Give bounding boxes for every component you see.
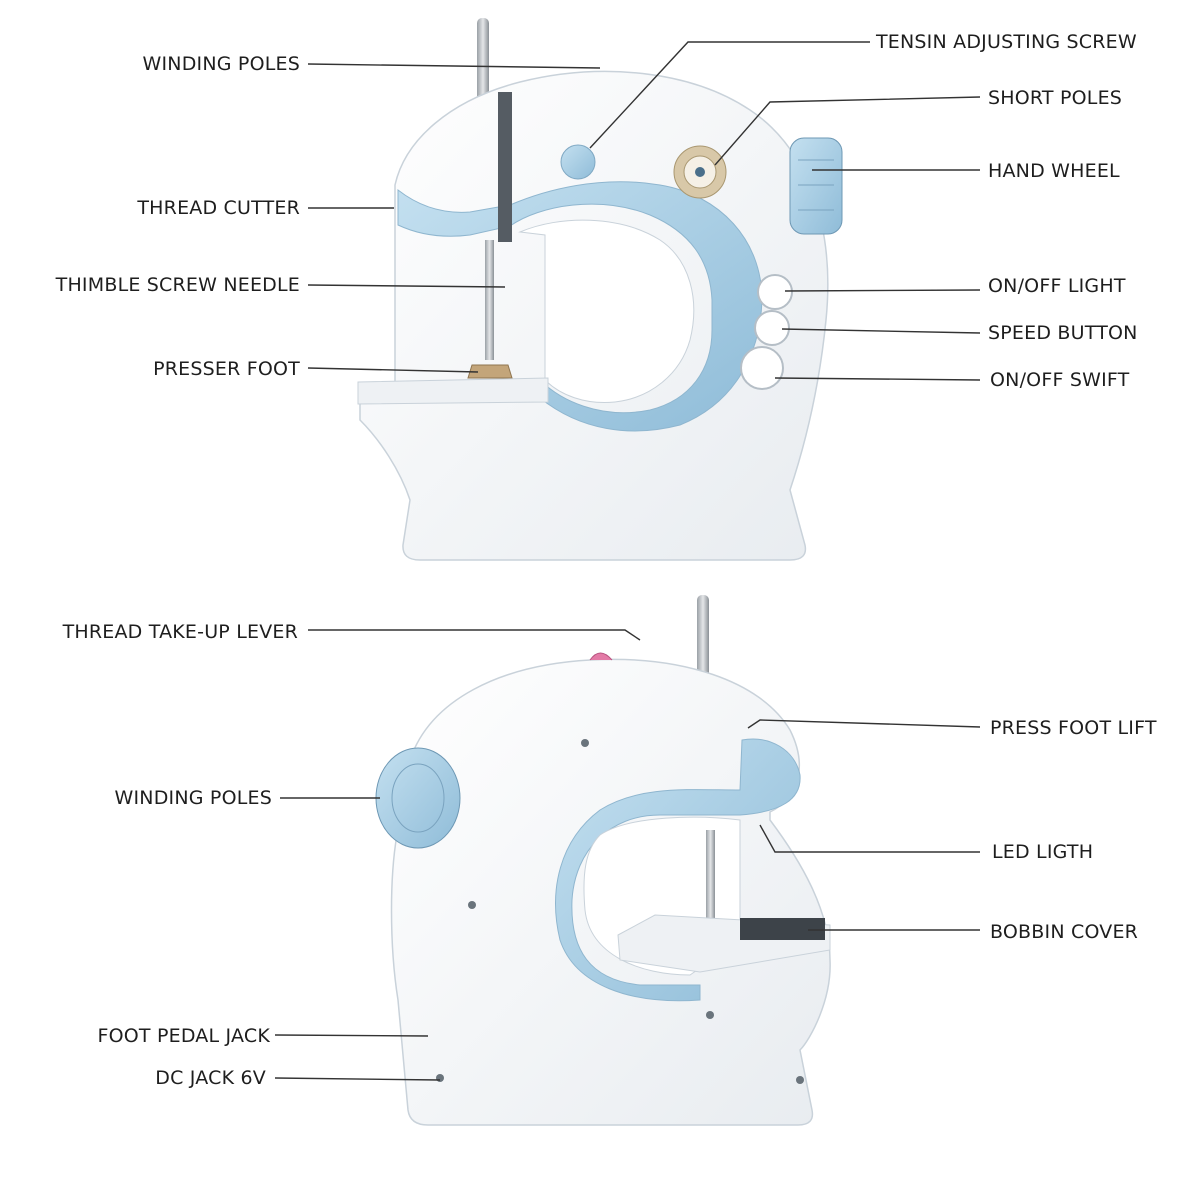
top-bed — [357, 377, 549, 405]
bottom-labels: THREAD TAKE-UP LEVER WINDING POLES FOOT … — [62, 621, 1157, 1089]
top-labels: WINDING POLES THREAD CUTTER THIMBLE SCRE… — [55, 31, 1138, 391]
label-thimble-screw-needle: THIMBLE SCREW NEEDLE — [55, 274, 300, 296]
top-needle-plate-housing — [498, 92, 512, 242]
bottom-winding-wheel — [375, 747, 461, 849]
top-light-button — [757, 274, 793, 310]
bottom-needle — [706, 830, 715, 925]
top-hand-wheel — [789, 137, 843, 235]
label-speed-button: SPEED BUTTON — [988, 322, 1138, 344]
bottom-bobbin-plate — [740, 918, 825, 940]
top-presser-foot — [467, 364, 513, 379]
label-dc-jack: DC JACK 6V — [155, 1067, 266, 1089]
bottom-arm-band — [555, 738, 801, 1002]
label-thread-cutter: THREAD CUTTER — [136, 197, 300, 219]
top-power-button — [740, 346, 784, 390]
label-hand-wheel: HAND WHEEL — [988, 160, 1120, 182]
label-short-poles: SHORT POLES — [988, 87, 1122, 109]
bottom-machine-illustration — [375, 595, 831, 1126]
label-winding-poles-bottom: WINDING POLES — [115, 787, 272, 809]
top-speed-button — [754, 310, 790, 346]
label-bobbin-cover: BOBBIN COVER — [990, 921, 1138, 943]
top-c-opening — [518, 219, 695, 404]
label-led-light: LED LIGTH — [992, 841, 1093, 863]
top-machine-illustration — [357, 18, 843, 561]
label-presser-foot: PRESSER FOOT — [153, 358, 300, 380]
label-on-off-light: ON/OFF LIGHT — [988, 275, 1126, 297]
top-needle — [485, 240, 494, 360]
label-foot-pedal-jack: FOOT PEDAL JACK — [97, 1025, 270, 1047]
label-on-off-swift: ON/OFF SWIFT — [990, 369, 1130, 391]
top-tension-screw — [560, 144, 596, 180]
label-press-foot-lift: PRESS FOOT LIFT — [990, 717, 1157, 739]
label-thread-take-up-lever: THREAD TAKE-UP LEVER — [62, 621, 298, 643]
leader-lines — [274, 41, 981, 1081]
label-tension-adjusting-screw: TENSIN ADJUSTING SCREW — [875, 31, 1137, 53]
label-winding-poles-top: WINDING POLES — [143, 53, 300, 75]
